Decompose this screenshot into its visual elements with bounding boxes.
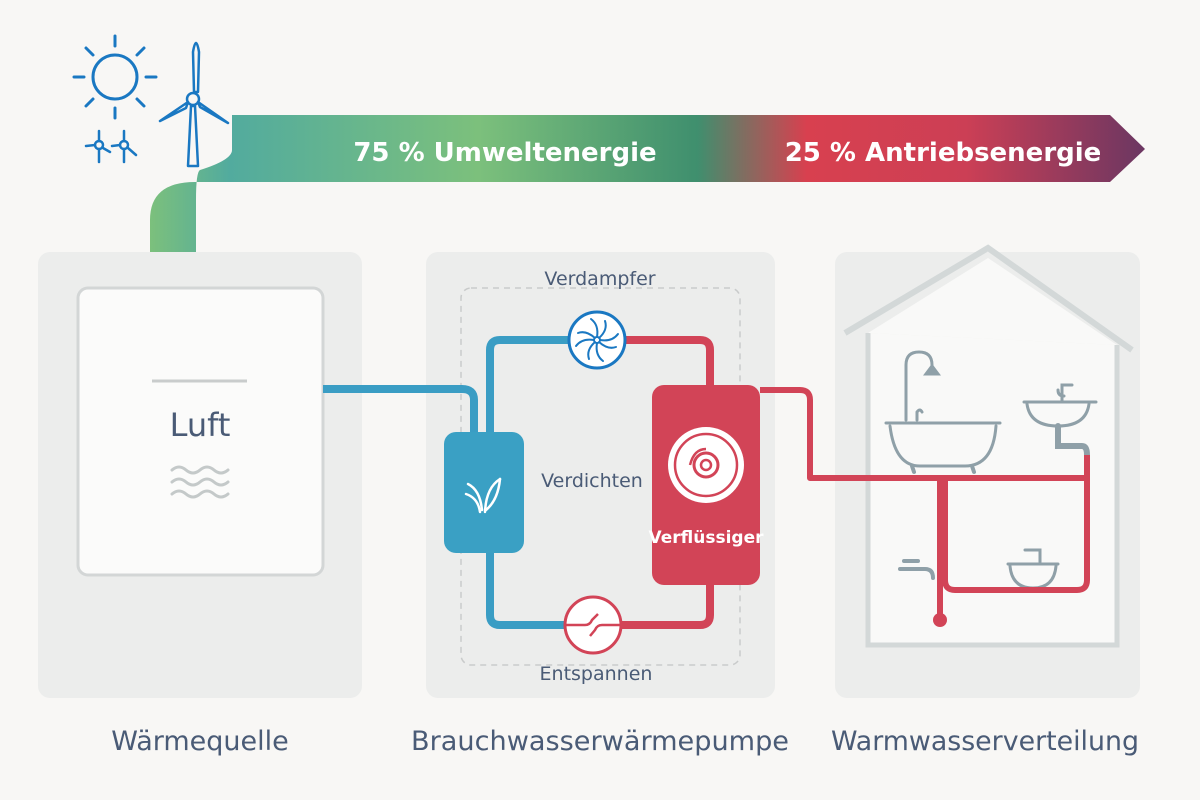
bathtub-icon: [884, 350, 1002, 474]
condenser-label: Verflüssiger: [649, 528, 765, 548]
source-caption: Wärmequelle: [111, 726, 289, 757]
evaporator-fan-icon: [567, 310, 627, 370]
expansion-label: Entspannen: [540, 663, 653, 685]
tap-icon: [898, 559, 935, 580]
leaf-icon: [464, 477, 502, 514]
compressor-label: Verdichten: [541, 470, 643, 492]
drive-energy-label: 25 % Antriebsenergie: [785, 138, 1102, 168]
evaporator-label: Verdampfer: [544, 268, 655, 290]
air-inlet-pipe: [323, 385, 478, 432]
heat-pump-caption: Brauchwasserwärmepumpe: [411, 726, 789, 757]
hot-pipe-bottom: [620, 585, 714, 629]
energy-flow-arrow: [150, 115, 1145, 252]
house-outline: [843, 244, 1134, 353]
hot-pipe-top: [625, 336, 714, 385]
air-source-box: [76, 286, 325, 577]
sun-icon: [72, 34, 158, 120]
condenser-coil-icon: [668, 427, 744, 503]
hot-water-pipes: [760, 387, 1090, 615]
heat-pump-panel: [426, 252, 775, 698]
air-waves-icon: [170, 465, 230, 499]
environmental-energy-label: 75 % Umweltenergie: [353, 138, 656, 168]
small-wind-turbines-icon: [84, 129, 138, 164]
expansion-valve-icon: [563, 595, 623, 655]
distribution-caption: Warmwasserverteilung: [831, 726, 1139, 757]
sink-icon: [1022, 383, 1098, 458]
compressor-unit: [444, 432, 524, 553]
wind-turbine-icon: [158, 41, 230, 168]
pipe-end-dot: [933, 613, 947, 627]
cold-pipe-bottom: [486, 553, 566, 629]
cold-pipe-top: [486, 336, 570, 432]
air-label: Luft: [170, 406, 231, 444]
